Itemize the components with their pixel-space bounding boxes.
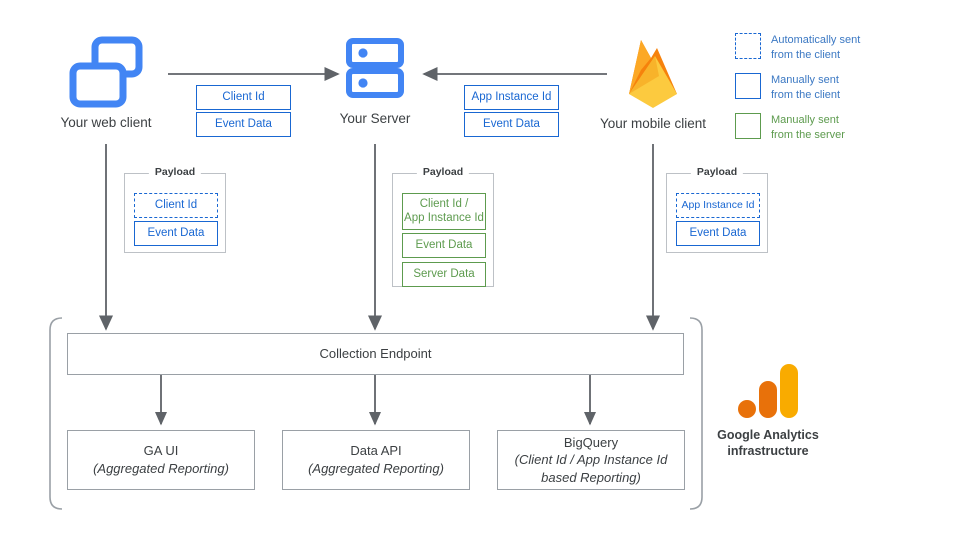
legend-item-manual-client: Manually sent from the client (735, 73, 840, 103)
payload-server-item-server-data: Server Data (402, 262, 486, 287)
web-windows-icon (69, 36, 143, 108)
legend-line1-manual-client: Manually sent (771, 74, 839, 86)
legend-text-manual-client: Manually sent from the client (771, 73, 840, 103)
flow-chip-client-id: Client Id (196, 85, 291, 110)
infrastructure-bracket-right (689, 317, 703, 510)
payload-web-item-event-data: Event Data (134, 221, 218, 246)
node-server: Your Server (320, 38, 430, 126)
legend-line1-manual-server: Manually sent (771, 114, 839, 126)
payload-mobile-item-event-data: Event Data (676, 221, 760, 246)
legend-line2-manual-client: from the client (771, 88, 841, 101)
legend-line2-automatic: from the client (771, 48, 841, 61)
ga-infrastructure-caption-line1: Google Analytics (717, 428, 819, 442)
legend-swatch-solid-green (735, 113, 761, 139)
output-data-api-subtitle: (Aggregated Reporting) (308, 461, 444, 476)
legend-swatch-dashed-blue (735, 33, 761, 59)
google-analytics-logo (738, 364, 798, 418)
output-data-api-title: Data API (350, 443, 402, 459)
node-mobile-client: Your mobile client (588, 36, 718, 131)
payload-mobile: Payload App Instance Id Event Data (666, 166, 768, 253)
output-box-data-api: Data API (Aggregated Reporting) (282, 430, 470, 490)
web-client-label: Your web client (60, 115, 152, 130)
infrastructure-bracket-left (49, 317, 63, 510)
node-web-client: Your web client (48, 36, 164, 130)
payload-mobile-title: Payload (690, 166, 744, 178)
flow-chip-event-data-mobile: Event Data (464, 112, 559, 137)
output-bigquery-title: BigQuery (563, 434, 619, 450)
legend-line2-manual-server: from the server (771, 128, 845, 141)
legend-swatch-solid-blue (735, 73, 761, 99)
payload-server: Payload Client Id / App Instance Id Even… (392, 166, 494, 287)
payload-mobile-item-app-instance-id: App Instance Id (676, 193, 760, 218)
payload-server-item-event-data: Event Data (402, 233, 486, 258)
payload-web-item-client-id: Client Id (134, 193, 218, 218)
flow-chip-app-instance-id: App Instance Id (464, 85, 559, 110)
server-label: Your Server (339, 111, 411, 126)
payload-web-title: Payload (148, 166, 202, 178)
legend-item-automatic-client: Automatically sent from the client (735, 33, 860, 63)
server-racks-icon (346, 38, 404, 98)
ga-infrastructure-caption-line2: infrastructure (727, 444, 809, 459)
legend-line1-automatic: Automatically sent (771, 34, 861, 46)
output-ga-ui-title: GA UI (143, 443, 179, 459)
flow-chip-event-data: Event Data (196, 112, 291, 137)
collection-endpoint-label: Collection Endpoint (319, 346, 432, 362)
payload-server-item-id: Client Id / App Instance Id (402, 193, 486, 230)
output-bigquery-subtitle: (Client Id / App Instance Id based Repor… (514, 452, 668, 485)
legend-text-manual-server: Manually sent from the server (771, 113, 845, 143)
output-box-ga-ui: GA UI (Aggregated Reporting) (67, 430, 255, 490)
collection-endpoint-box: Collection Endpoint (67, 333, 684, 375)
mobile-client-label: Your mobile client (599, 116, 707, 131)
output-ga-ui-subtitle: (Aggregated Reporting) (93, 461, 229, 476)
legend-text-automatic-client: Automatically sent from the client (771, 33, 860, 63)
firebase-flame-icon (629, 40, 677, 108)
ga-infrastructure-logo-group: Google Analytics infrastructure (700, 362, 836, 460)
payload-server-title: Payload (416, 166, 470, 178)
payload-web: Payload Client Id Event Data (124, 166, 226, 253)
output-box-bigquery: BigQuery (Client Id / App Instance Id ba… (497, 430, 685, 490)
legend-item-manual-server: Manually sent from the server (735, 113, 845, 143)
